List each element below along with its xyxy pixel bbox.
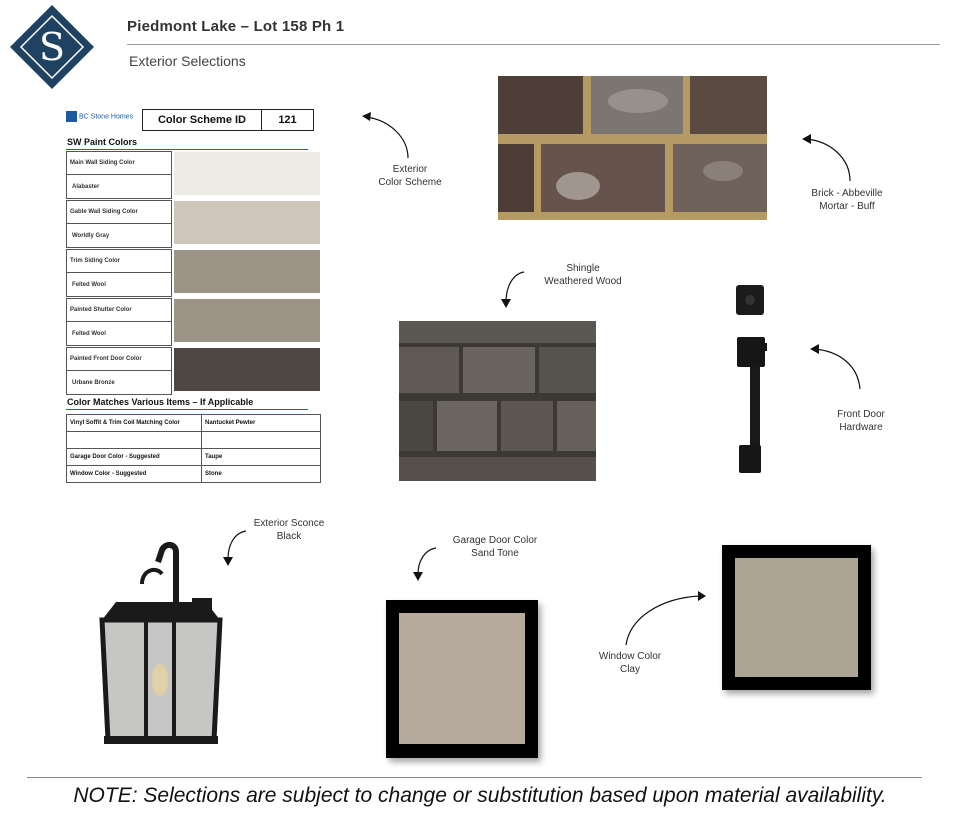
label-line: Shingle <box>566 263 600 274</box>
page-subtitle: Exterior Selections <box>129 53 246 69</box>
brick-label: Brick - Abbeville Mortar - Buff <box>797 187 897 213</box>
label-line: Color Scheme <box>378 177 442 188</box>
matches-heading: Color Matches Various Items – If Applica… <box>67 397 254 407</box>
arrow-icon <box>223 530 247 566</box>
paint-heading: SW Paint Colors <box>67 137 138 147</box>
table-row <box>66 431 321 449</box>
paint-swatch <box>174 348 320 391</box>
paint-row-label: Painted Front Door Color <box>67 348 171 371</box>
scheme-id-label: Color Scheme ID <box>143 110 262 130</box>
table-cell: Nantucket Pewter <box>201 414 321 432</box>
door-hardware-image <box>736 285 767 473</box>
label-line: Garage Door Color <box>452 535 538 546</box>
paint-heading-rule <box>66 149 308 150</box>
table-cell: Garage Door Color - Suggested <box>66 448 202 466</box>
garage-label: Garage Door Color Sand Tone <box>440 534 550 560</box>
label-line: Weathered Wood <box>544 276 622 287</box>
table-cell: Stone <box>201 465 321 483</box>
exterior-scheme-label: Exterior Color Scheme <box>360 163 460 189</box>
window-label: Window Color Clay <box>585 650 675 676</box>
door-hardware-label: Front Door Hardware <box>811 408 911 434</box>
arrow-icon <box>810 344 861 390</box>
paint-row-value: Felted Wool <box>72 330 106 337</box>
label-line: Mortar - Buff <box>819 201 875 212</box>
paint-swatch <box>174 201 320 244</box>
window-swatch-frame <box>722 545 871 690</box>
paint-row-label: Main Wall Siding Color <box>67 152 171 175</box>
label-line: Black <box>276 531 302 542</box>
window-swatch <box>735 558 858 677</box>
paint-row-value: Alabaster <box>72 183 100 190</box>
logo-letter: S <box>39 25 65 69</box>
arrow-icon <box>501 271 525 308</box>
note-divider <box>27 777 922 778</box>
paint-swatch <box>174 299 320 342</box>
label-line: Hardware <box>839 422 883 433</box>
label-line: Exterior <box>392 164 428 175</box>
paint-row-value: Felted Wool <box>72 281 106 288</box>
paint-row-label: Painted Shutter Color <box>67 299 171 322</box>
table-cell <box>201 431 321 449</box>
table-cell: Taupe <box>201 448 321 466</box>
garage-swatch-frame <box>386 600 538 758</box>
company-logo: S <box>10 5 94 89</box>
arrow-icon <box>802 134 851 182</box>
arrow-icon <box>625 591 706 646</box>
paint-swatch <box>174 152 320 195</box>
brand-name: BC Stone Homes <box>79 113 134 121</box>
label-line: Clay <box>619 664 640 675</box>
shingle-image <box>399 321 596 481</box>
paint-row-label: Gable Wall Siding Color <box>67 201 171 224</box>
arrow-icon <box>362 112 409 159</box>
label-line: Brick - Abbeville <box>811 188 883 199</box>
scheme-id-box: Color Scheme ID 121 <box>142 109 314 131</box>
arrow-icon <box>413 547 437 581</box>
label-line: Exterior Sconce <box>253 518 325 529</box>
table-cell: Vinyl Soffit & Trim Coil Matching Color <box>66 414 202 432</box>
sconce-label: Exterior Sconce Black <box>239 517 339 543</box>
sconce-image <box>99 542 223 744</box>
brand-logo: BC Stone Homes <box>66 111 133 122</box>
paint-row-label: Trim Siding Color <box>67 250 171 273</box>
page-title: Piedmont Lake – Lot 158 Ph 1 <box>127 18 345 35</box>
paint-row-value: Urbane Bronze <box>72 379 115 386</box>
table-cell <box>66 431 202 449</box>
garage-swatch <box>399 613 525 744</box>
table-cell: Window Color - Suggested <box>66 465 202 483</box>
color-scheme-card: BC Stone Homes Color Scheme ID 121 SW Pa… <box>64 106 322 489</box>
footer-note: NOTE: Selections are subject to change o… <box>73 784 887 807</box>
label-line: Window Color <box>598 651 662 662</box>
brick-image <box>498 76 767 220</box>
label-line: Front Door <box>837 409 885 420</box>
brand-mark-icon <box>66 111 77 122</box>
scheme-id-value: 121 <box>278 114 297 126</box>
paint-row-value: Worldly Gray <box>72 232 110 239</box>
label-line: Sand Tone <box>471 548 519 559</box>
shingle-label: Shingle Weathered Wood <box>533 262 633 288</box>
matches-heading-rule <box>66 409 308 410</box>
paint-swatch <box>174 250 320 293</box>
title-divider <box>127 44 940 45</box>
